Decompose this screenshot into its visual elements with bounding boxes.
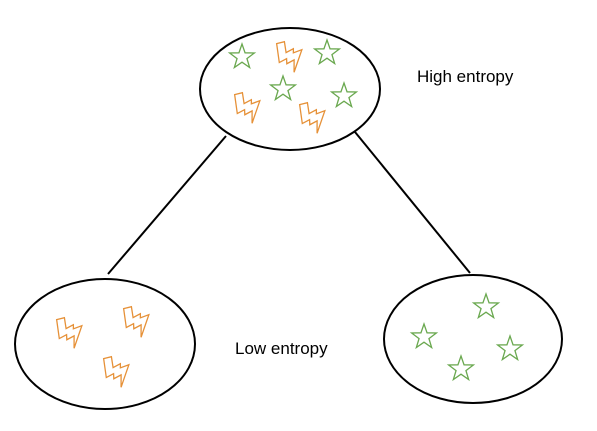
edge-top-to-right bbox=[354, 131, 471, 274]
node-high-entropy bbox=[199, 27, 381, 151]
high-entropy-label: High entropy bbox=[417, 67, 514, 86]
edge-top-to-left bbox=[107, 135, 227, 275]
node-low-entropy-bolts bbox=[14, 278, 196, 410]
node-low-entropy-bolts-ellipse bbox=[14, 278, 196, 410]
node-low-entropy-stars-ellipse bbox=[383, 274, 563, 404]
node-low-entropy-stars bbox=[383, 274, 563, 404]
low-entropy-label: Low entropy bbox=[235, 339, 328, 358]
